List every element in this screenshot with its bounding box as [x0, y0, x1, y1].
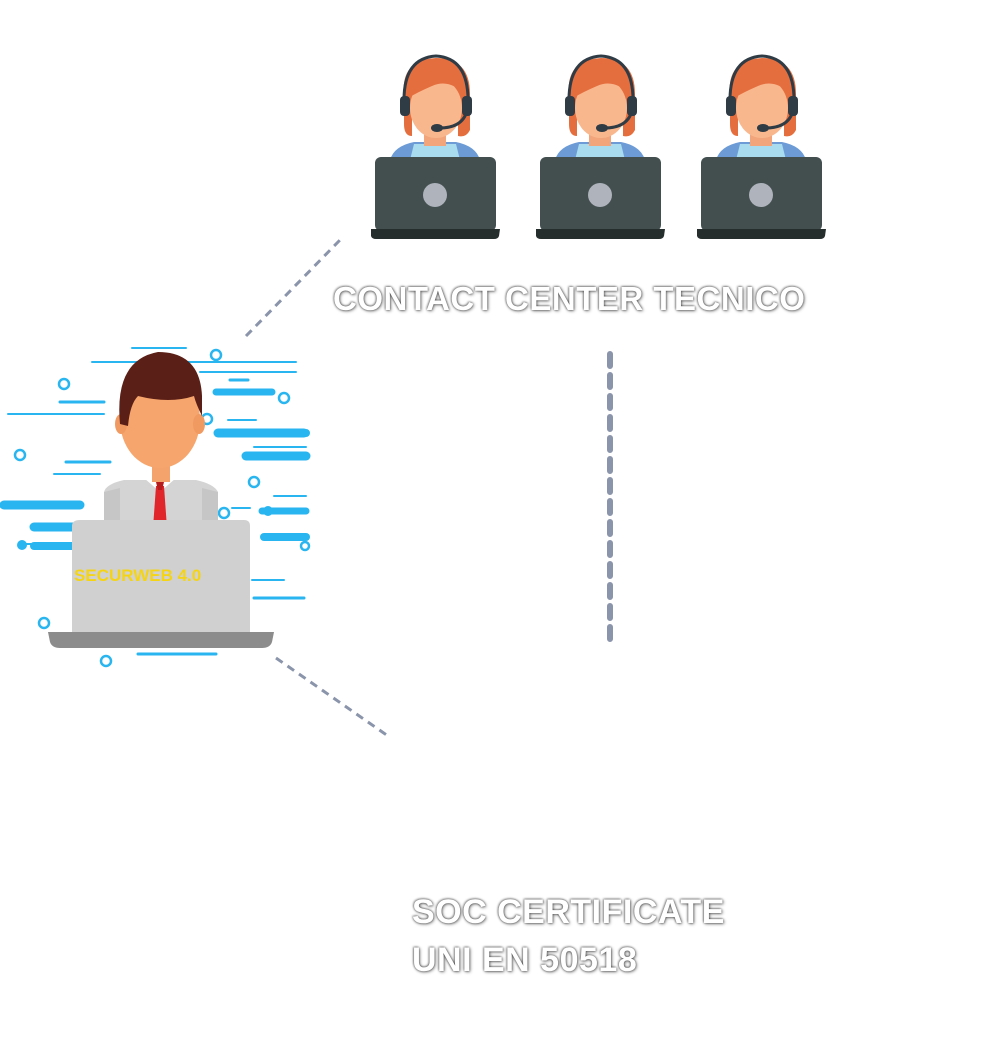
user-station [4, 348, 309, 666]
connector-user-to-soc [276, 658, 388, 736]
business-user-icon [104, 352, 218, 530]
headset-operator-icon-3 [697, 56, 826, 239]
contact-center-operators [371, 56, 826, 239]
headset-operator-icon-2 [536, 56, 665, 239]
soc-label-line-1: SOC CERTIFICATE [412, 888, 725, 936]
headset-operator-icon-1 [371, 56, 500, 239]
securweb-laptop-label: SECURWEB 4.0 [74, 566, 244, 586]
connector-user-to-contact-center [246, 240, 340, 336]
soc-label: SOC CERTIFICATE UNI EN 50518 [412, 888, 725, 984]
contact-center-label: CONTACT CENTER TECNICO [333, 280, 805, 318]
soc-label-line-2: UNI EN 50518 [412, 936, 725, 984]
